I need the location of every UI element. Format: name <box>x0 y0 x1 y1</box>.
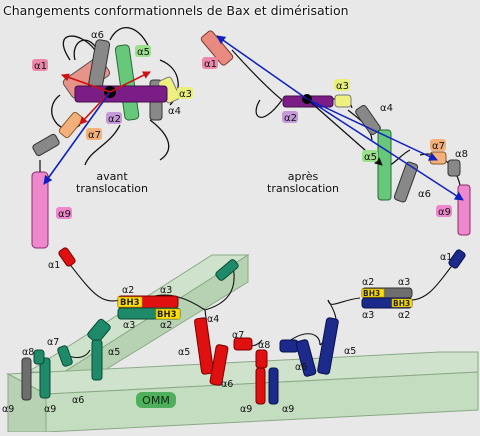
label-alpha5-navy: α5 <box>344 346 356 357</box>
caption-before-line2: translocation <box>76 182 148 195</box>
label-alpha9-teal: α9 <box>44 404 56 415</box>
bh3-label-gray: BH3 <box>363 289 380 298</box>
label-alpha3-teal: α3 <box>123 320 135 331</box>
bh3-label-red: BH3 <box>120 298 140 308</box>
label-alpha1-before: α1 <box>34 61 47 72</box>
label-alpha2-navy: α2 <box>398 310 410 321</box>
label-alpha8-after: α8 <box>455 149 468 160</box>
label-group-after: α1 α3 α2 α4 α5 α7 α8 α6 α9 après translo… <box>202 57 468 218</box>
label-alpha6-red: α6 <box>221 379 233 390</box>
helix-alpha8-after <box>447 159 461 177</box>
label-alpha7-after: α7 <box>432 141 445 152</box>
label-alpha5-red: α5 <box>178 347 190 358</box>
label-alpha9-navy: α9 <box>282 404 294 415</box>
label-alpha9-after: α9 <box>438 207 451 218</box>
label-alpha9-before: α9 <box>58 209 71 220</box>
caption-before-line1: avant <box>96 170 128 183</box>
helix-alpha7-before <box>58 111 84 139</box>
label-group-before: α1 α6 α5 α3 α4 α2 α7 α9 avant translocat… <box>32 30 193 220</box>
label-alpha8-red: α8 <box>258 340 270 351</box>
label-alpha4-after: α4 <box>380 103 393 114</box>
membrane-label: OMM <box>142 394 170 407</box>
helix-alpha8-before <box>32 133 60 157</box>
label-alpha9-gray: α9 <box>2 404 14 415</box>
label-alpha2-teal: α2 <box>160 320 172 331</box>
label-alpha1-after: α1 <box>204 59 217 70</box>
bax-soluble-structure <box>31 27 180 249</box>
helix-alpha3-after <box>334 94 352 108</box>
label-alpha2-gray: α2 <box>362 277 374 288</box>
label-alpha3-after: α3 <box>336 81 349 92</box>
label-alpha2-before: α2 <box>108 114 121 125</box>
label-group-membrane: α1 α2 α3 α3 α2 α4 α7 α8 α5 α6 α9 α9 α5 α… <box>2 252 452 415</box>
label-alpha7-before: α7 <box>88 130 101 141</box>
label-alpha6-teal: α6 <box>72 395 84 406</box>
label-alpha1-red: α1 <box>48 260 60 271</box>
label-alpha8-teal: α8 <box>22 347 34 358</box>
bh3-label-teal: BH3 <box>157 310 177 320</box>
helix-alpha5-before <box>114 44 140 121</box>
label-alpha3-red: α3 <box>160 285 172 296</box>
helix-alpha5-after <box>377 129 392 201</box>
bax-dimer-membrane <box>21 247 466 405</box>
bh3-label-navy: BH3 <box>393 299 410 308</box>
label-alpha4-red: α4 <box>207 314 219 325</box>
label-alpha3-before: α3 <box>179 89 192 100</box>
caption-after-line2: translocation <box>267 182 339 195</box>
helix-alpha9-after <box>457 184 471 236</box>
label-alpha5-before: α5 <box>137 47 150 58</box>
label-alpha2-after: α2 <box>284 113 297 124</box>
label-alpha3-gray: α3 <box>398 277 410 288</box>
label-alpha7-teal: α7 <box>47 337 59 348</box>
label-alpha9-red: α9 <box>240 404 252 415</box>
label-alpha5-teal: α5 <box>108 347 120 358</box>
caption-after-line1: après <box>288 170 319 183</box>
helix-alpha9-before <box>31 171 49 249</box>
helix-alpha6-after <box>393 161 419 203</box>
label-alpha3-navy: α3 <box>362 310 374 321</box>
label-alpha7-red: α7 <box>232 330 244 341</box>
label-alpha1-navy: α1 <box>440 252 452 263</box>
helix-alpha2-before <box>74 85 168 103</box>
bax-translocated-structure <box>200 30 471 236</box>
label-alpha6-after: α6 <box>418 189 431 200</box>
label-alpha6-navy: α6 <box>295 362 307 373</box>
label-alpha2-red: α2 <box>122 285 134 296</box>
label-alpha6-before: α6 <box>91 30 104 41</box>
label-alpha4-before: α4 <box>168 106 181 117</box>
label-alpha5-after: α5 <box>364 152 377 163</box>
page-title: Changements conformationnels de Bax et d… <box>3 3 349 18</box>
helix-alpha4-after <box>355 104 381 136</box>
